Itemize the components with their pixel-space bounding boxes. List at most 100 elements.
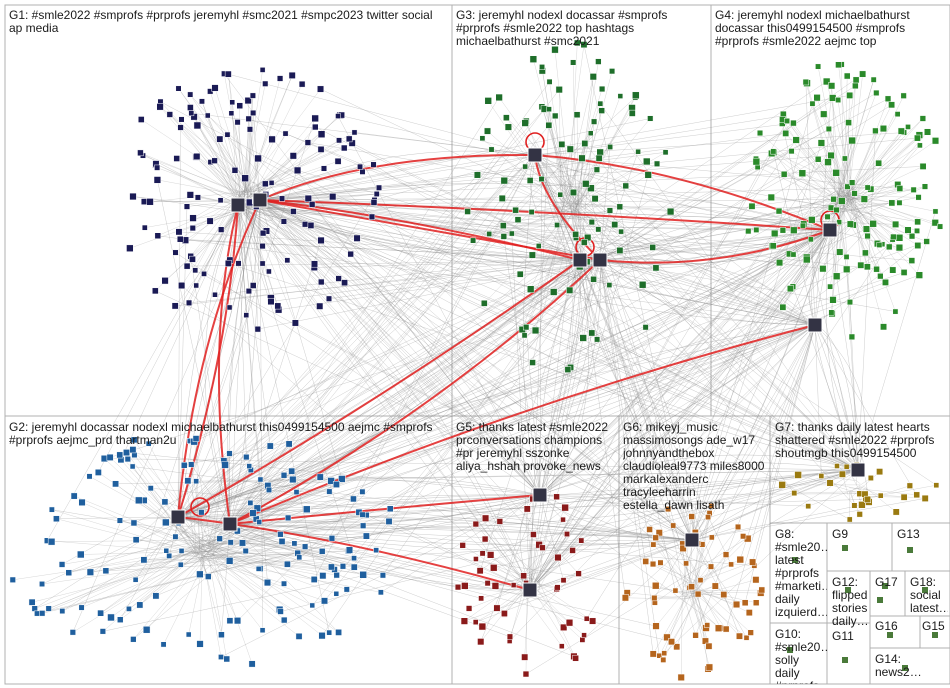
node (889, 266, 897, 274)
node (284, 257, 291, 264)
node (892, 220, 900, 228)
node (132, 576, 139, 583)
edge (493, 469, 859, 568)
edge (229, 199, 261, 525)
edge (812, 103, 849, 191)
edge (247, 205, 267, 232)
edge (202, 546, 337, 594)
edge (119, 494, 541, 521)
node (343, 586, 350, 593)
node (864, 232, 871, 240)
edge (537, 579, 576, 659)
edge (177, 97, 636, 518)
node (921, 494, 929, 502)
node (490, 564, 498, 572)
edge (320, 259, 581, 478)
edge (237, 204, 541, 496)
edge (270, 259, 581, 302)
edge (259, 199, 859, 471)
node (512, 206, 519, 214)
edge (202, 553, 263, 631)
node (454, 584, 462, 591)
node (884, 95, 892, 102)
edge (237, 118, 651, 206)
node (193, 282, 199, 289)
node (827, 204, 835, 211)
edge (210, 535, 367, 550)
edge (796, 139, 853, 204)
edge (520, 208, 571, 275)
node (829, 296, 837, 304)
hub-node (252, 192, 268, 208)
edge (229, 210, 516, 525)
node (288, 71, 296, 79)
edge (686, 594, 719, 629)
node (193, 152, 201, 161)
node (786, 285, 794, 293)
node (832, 169, 840, 177)
node (670, 522, 677, 529)
edge (229, 89, 560, 525)
node (235, 260, 242, 267)
node (867, 475, 874, 481)
edge (362, 229, 831, 515)
edge (180, 127, 244, 210)
edge (166, 154, 536, 551)
node (892, 508, 900, 516)
node (486, 231, 493, 237)
node (189, 255, 196, 263)
node (906, 482, 913, 489)
edge (259, 150, 536, 201)
node (332, 481, 340, 488)
edge (689, 586, 710, 668)
edge (599, 146, 611, 261)
edge (278, 229, 831, 310)
edge (848, 471, 880, 500)
node (205, 573, 212, 580)
edge (177, 206, 188, 518)
node (298, 80, 306, 88)
node (596, 148, 604, 156)
node (177, 561, 184, 568)
node (677, 673, 685, 681)
node (790, 226, 798, 234)
edge (228, 73, 536, 156)
node (180, 462, 188, 469)
node (328, 535, 336, 542)
node (256, 519, 263, 525)
node (266, 486, 273, 493)
edge (259, 199, 541, 496)
node (824, 158, 832, 166)
edge (157, 198, 242, 236)
node (185, 299, 193, 306)
edge (539, 494, 809, 507)
node (500, 176, 508, 185)
edge (503, 236, 541, 496)
node (606, 282, 613, 288)
node (931, 219, 939, 227)
node (594, 336, 601, 343)
node (650, 541, 657, 548)
node (224, 131, 231, 138)
edge (829, 186, 926, 231)
node (307, 222, 315, 229)
strong-edge (599, 229, 831, 264)
hub-node (684, 532, 700, 548)
node (551, 46, 559, 54)
node (318, 632, 326, 640)
node (591, 118, 598, 125)
node (484, 97, 492, 105)
node (813, 94, 821, 102)
node (295, 632, 303, 640)
node (183, 203, 191, 210)
node (116, 451, 124, 459)
edge (725, 324, 816, 630)
edge (132, 466, 693, 541)
node (216, 535, 223, 542)
edge (177, 108, 545, 518)
edge (652, 563, 697, 582)
edge (259, 199, 343, 479)
node (827, 151, 835, 160)
node (628, 109, 636, 117)
node (666, 207, 675, 216)
